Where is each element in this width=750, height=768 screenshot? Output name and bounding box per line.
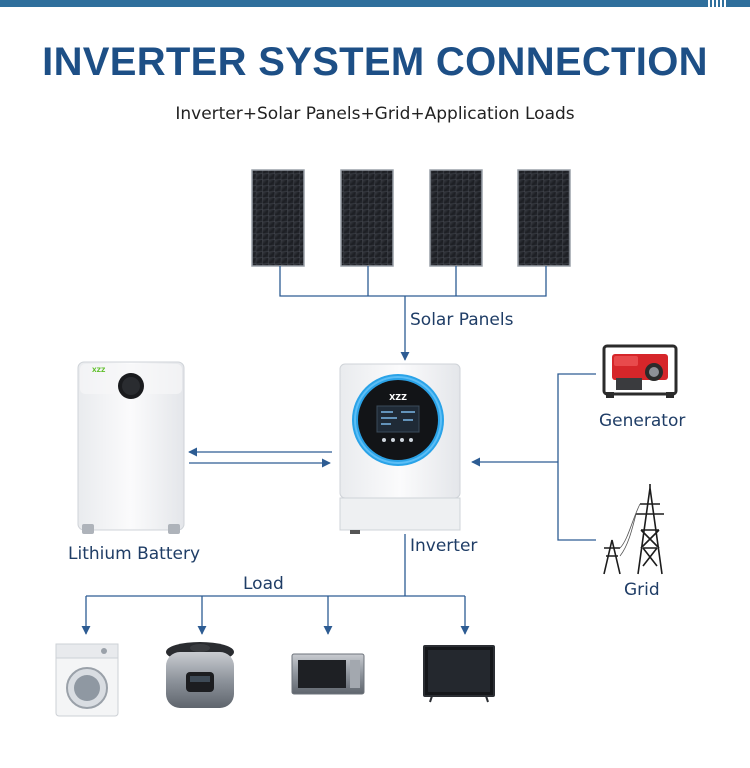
inverter-icon: XZZ — [339, 363, 461, 534]
solar-panel-2 — [340, 169, 394, 267]
solar-panel-1 — [251, 169, 305, 267]
battery-inverter-arrows — [188, 447, 332, 468]
svg-text:XZZ: XZZ — [389, 393, 407, 402]
generator-icon — [602, 344, 678, 398]
source-connectors — [471, 373, 596, 541]
television-icon — [423, 645, 495, 703]
label-load: Load — [243, 574, 284, 594]
power-tower-icon — [603, 484, 664, 575]
top-accent-bar — [0, 0, 750, 7]
label-solar-panels: Solar Panels — [410, 310, 514, 330]
solar-panel-3 — [429, 169, 483, 267]
label-generator: Generator — [599, 411, 686, 431]
page-title: INVERTER SYSTEM CONNECTION — [42, 40, 708, 84]
svg-text:XZZ: XZZ — [92, 367, 106, 374]
solar-panel-4 — [517, 169, 571, 267]
label-lithium-battery: Lithium Battery — [68, 544, 201, 564]
rice-cooker-icon — [166, 642, 234, 708]
washing-machine-icon — [55, 643, 119, 717]
page-subtitle: Inverter+Solar Panels+Grid+Application L… — [175, 104, 575, 124]
load-connectors — [81, 534, 470, 635]
label-inverter: Inverter — [410, 536, 478, 556]
top-accent-mark — [708, 0, 726, 7]
microwave-icon — [291, 653, 365, 695]
lithium-battery-icon: XZZ — [77, 361, 185, 534]
label-grid: Grid — [624, 580, 660, 600]
solar-connectors — [279, 266, 547, 361]
